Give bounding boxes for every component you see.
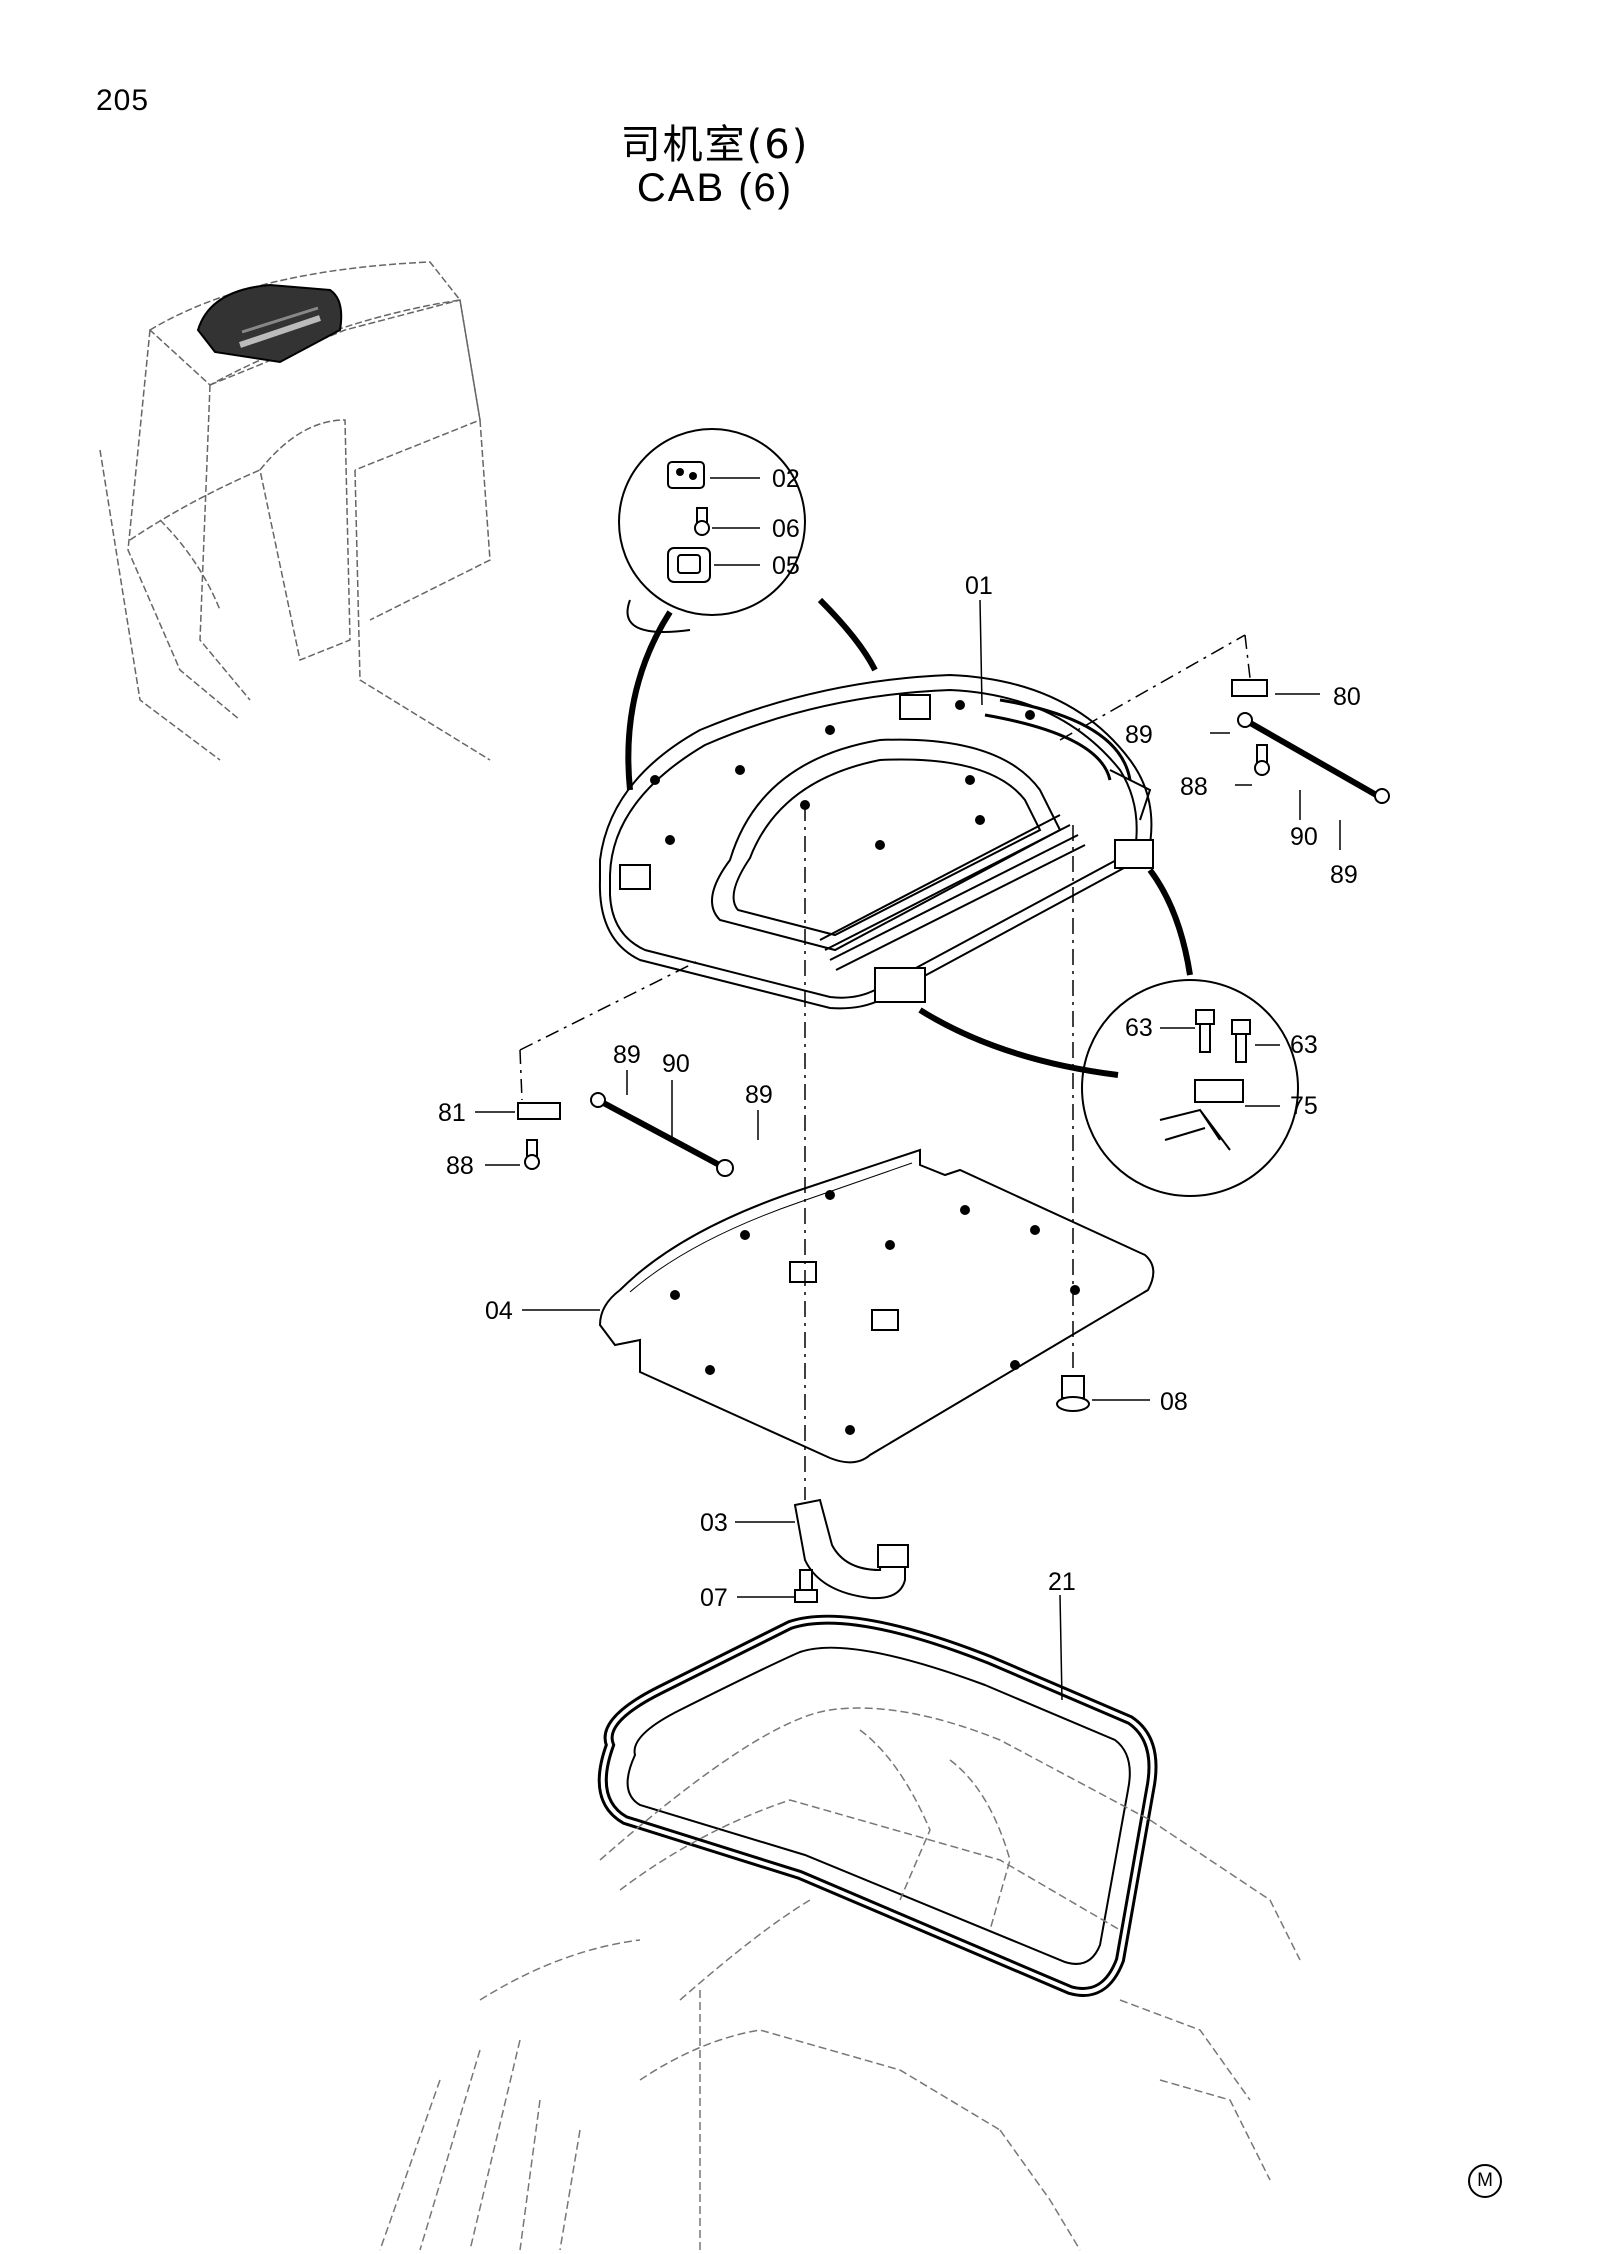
page-title-chinese: 司机室(6) bbox=[620, 122, 810, 168]
part-21-seal bbox=[597, 1614, 1158, 1997]
callout-89-lower-right: 89 bbox=[1330, 861, 1358, 889]
callout-89-upper-right: 89 bbox=[1125, 721, 1153, 749]
callout-63-left: 63 bbox=[1125, 1014, 1153, 1042]
callout-63-right: 63 bbox=[1290, 1031, 1318, 1059]
callout-04: 04 bbox=[485, 1297, 513, 1325]
right-gas-strut-group bbox=[1059, 634, 1390, 850]
assembly-center-lines bbox=[804, 805, 1074, 1500]
roof-hatch-assembly bbox=[598, 673, 1154, 1010]
detail-circle-top bbox=[618, 428, 806, 633]
inner-plate-04 bbox=[598, 1148, 1155, 1464]
callout-75: 75 bbox=[1290, 1092, 1318, 1120]
callout-06: 06 bbox=[772, 515, 800, 543]
page-title-english: CAB (6) bbox=[636, 166, 794, 210]
callout-07: 07 bbox=[700, 1584, 728, 1612]
callout-03: 03 bbox=[700, 1509, 728, 1537]
callout-90-right: 90 bbox=[1290, 823, 1318, 851]
left-gas-strut-group bbox=[475, 959, 759, 1177]
cab-overview-illustration bbox=[99, 261, 491, 761]
part-03-handle bbox=[793, 1498, 909, 1600]
callout-90-left: 90 bbox=[662, 1050, 690, 1078]
callout-81: 81 bbox=[438, 1099, 466, 1127]
part-07-bolt bbox=[794, 1569, 818, 1603]
callout-01: 01 bbox=[965, 572, 993, 600]
callout-02: 02 bbox=[772, 465, 800, 493]
roof-hatch-thumbnail bbox=[196, 283, 343, 364]
callout-89-upper-left: 89 bbox=[613, 1041, 641, 1069]
footer-circled-m-mark: M bbox=[1468, 2164, 1502, 2198]
part-08-nut bbox=[1056, 1375, 1090, 1412]
callout-05: 05 bbox=[772, 552, 800, 580]
callout-88-right: 88 bbox=[1180, 773, 1208, 801]
callout-88-left: 88 bbox=[446, 1152, 474, 1180]
cab-roof-outline bbox=[379, 1707, 1301, 2251]
callout-21: 21 bbox=[1048, 1568, 1076, 1596]
detail-circle-hinge bbox=[1081, 979, 1299, 1197]
callout-80: 80 bbox=[1333, 683, 1361, 711]
callout-89-lower-left: 89 bbox=[745, 1081, 773, 1109]
callout-08: 08 bbox=[1160, 1388, 1188, 1416]
page-number: 205 bbox=[96, 84, 150, 117]
